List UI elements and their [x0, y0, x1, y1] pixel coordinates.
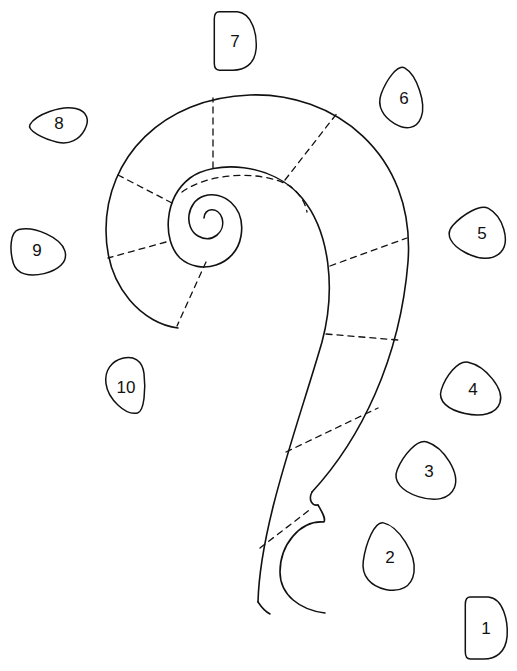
callout-number: 9	[32, 242, 41, 259]
segment-divider	[118, 175, 172, 203]
callout-blob: 8	[30, 104, 88, 143]
blob-path	[374, 61, 433, 135]
segment-divider	[182, 175, 307, 212]
blob-path	[360, 520, 420, 595]
outer-curve	[106, 95, 409, 492]
callout-number: 4	[468, 381, 477, 398]
callout-number: 1	[481, 620, 490, 637]
callout-blob: 9	[8, 224, 66, 276]
stalk-notch	[310, 492, 318, 505]
callout-number: 3	[424, 463, 433, 480]
callout-blob: 4	[440, 362, 506, 416]
blob-path	[25, 101, 94, 147]
callout-number: 5	[477, 225, 486, 242]
callout-blob: 5	[450, 208, 514, 258]
callout-number: 7	[230, 33, 239, 50]
segment-divider	[326, 334, 398, 340]
blob-path	[104, 353, 149, 420]
stalk-base	[280, 505, 325, 613]
segment-divider	[108, 242, 166, 258]
callout-number: 10	[117, 379, 136, 396]
blob-path	[390, 437, 468, 506]
segment-divider	[177, 262, 206, 326]
callout-blob: 3	[396, 442, 462, 500]
callout-blob: 1	[463, 595, 509, 661]
blob-path	[441, 201, 517, 265]
stalk-lower-left	[258, 602, 270, 614]
callout-number: 8	[54, 115, 63, 132]
blob-path	[4, 221, 70, 280]
callout-number: 6	[399, 90, 408, 107]
inner-curve	[168, 167, 329, 602]
blob-path	[214, 12, 256, 70]
callout-blob: 6	[380, 68, 428, 128]
segment-divider	[212, 98, 213, 168]
callout-blob: 10	[105, 356, 147, 418]
callout-blob: 2	[362, 522, 418, 592]
blob-path	[465, 597, 507, 659]
segment-divider	[286, 408, 378, 452]
blob-path	[436, 359, 511, 420]
callout-blob: 7	[212, 10, 258, 72]
segment-divider	[260, 508, 312, 548]
segment-divider	[330, 238, 407, 266]
segment-divider	[285, 112, 338, 180]
callout-number: 2	[385, 549, 394, 566]
